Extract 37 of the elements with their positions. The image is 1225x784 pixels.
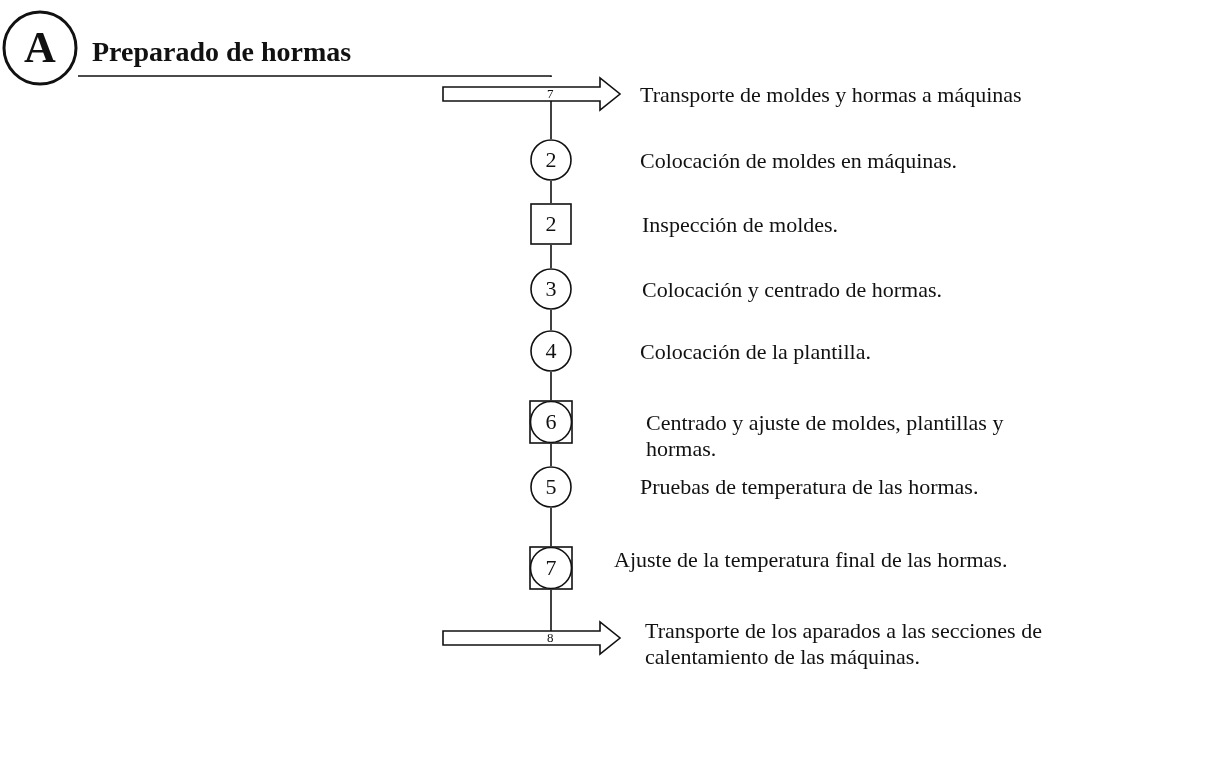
transport-arrow [442, 621, 622, 655]
step-number: 7 [545, 557, 557, 579]
step-description: Centrado y ajuste de moldes, plantillas y hormas. [646, 410, 1005, 462]
step-number: A [24, 26, 56, 70]
operation-circle [530, 330, 572, 372]
operation-circle [530, 466, 572, 508]
step-number: 4 [545, 340, 557, 362]
step-description: Transporte de los aparados a las secciones de calentamiento de las máquinas. [645, 618, 1043, 670]
operation-circle [530, 139, 572, 181]
flow-line [550, 371, 552, 401]
flow-line [550, 443, 552, 467]
step-description: Ajuste de la temperatura final de las hormas. [614, 547, 1009, 573]
combined-operation-symbol [529, 546, 573, 590]
step-number: 6 [545, 411, 557, 433]
combined-operation-symbol [529, 400, 573, 444]
flow-line [550, 180, 552, 204]
step-number: 2 [545, 213, 557, 235]
inspection-square [530, 203, 572, 245]
step-number: 8 [547, 631, 554, 644]
title: Preparado de hormas [92, 36, 352, 68]
operation-circle [530, 268, 572, 310]
flow-line [550, 507, 552, 547]
step-number: 2 [545, 149, 557, 171]
flow-line [550, 244, 552, 269]
step-number: 7 [547, 87, 554, 100]
step-number: 5 [545, 476, 557, 498]
step-description: Colocación de la plantilla. [640, 339, 872, 365]
step-description: Colocación de moldes en máquinas. [640, 148, 959, 174]
circled-letter [2, 10, 78, 86]
flow-line [550, 309, 552, 331]
transport-arrow [442, 77, 622, 111]
step-description: Transporte de moldes y hormas a máquinas [640, 82, 1023, 108]
flow-line [77, 75, 552, 78]
step-description: Colocación y centrado de hormas. [642, 277, 943, 303]
step-description: Inspección de moldes. [642, 212, 840, 238]
step-description: Pruebas de temperatura de las hormas. [640, 474, 980, 500]
step-number: 3 [545, 278, 557, 300]
